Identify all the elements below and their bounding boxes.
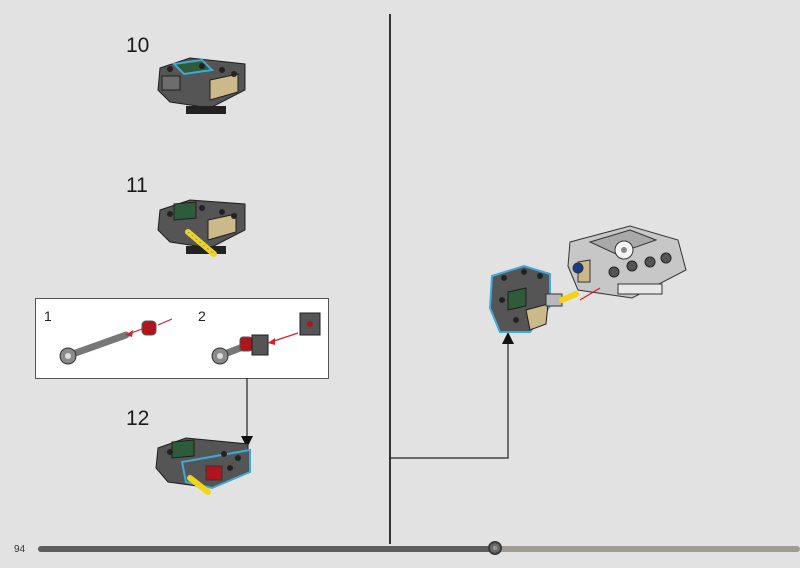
assembly-connector-arrow	[389, 332, 514, 459]
step-number-11: 11	[126, 174, 148, 197]
sub-step-1-parts	[59, 318, 173, 365]
progress-knob[interactable]	[488, 541, 502, 555]
step-number-12: 12	[126, 407, 150, 430]
engine-block-model	[567, 225, 687, 301]
attaching-subassembly-model	[488, 264, 579, 333]
sub-assembly-box: 1 2	[35, 298, 329, 379]
column-divider	[389, 14, 391, 544]
step-number-10: 10	[126, 34, 150, 57]
down-arrow-to-step-12	[241, 378, 253, 448]
sub-step-2-parts	[211, 312, 321, 365]
progress-fill	[38, 546, 495, 552]
step-11-model	[157, 199, 246, 257]
step-12-model	[155, 437, 251, 495]
sub-step-number-2: 2	[198, 308, 206, 324]
page-number: 94	[14, 544, 26, 555]
sub-step-number-1: 1	[44, 308, 52, 324]
step-10-model	[157, 57, 246, 114]
